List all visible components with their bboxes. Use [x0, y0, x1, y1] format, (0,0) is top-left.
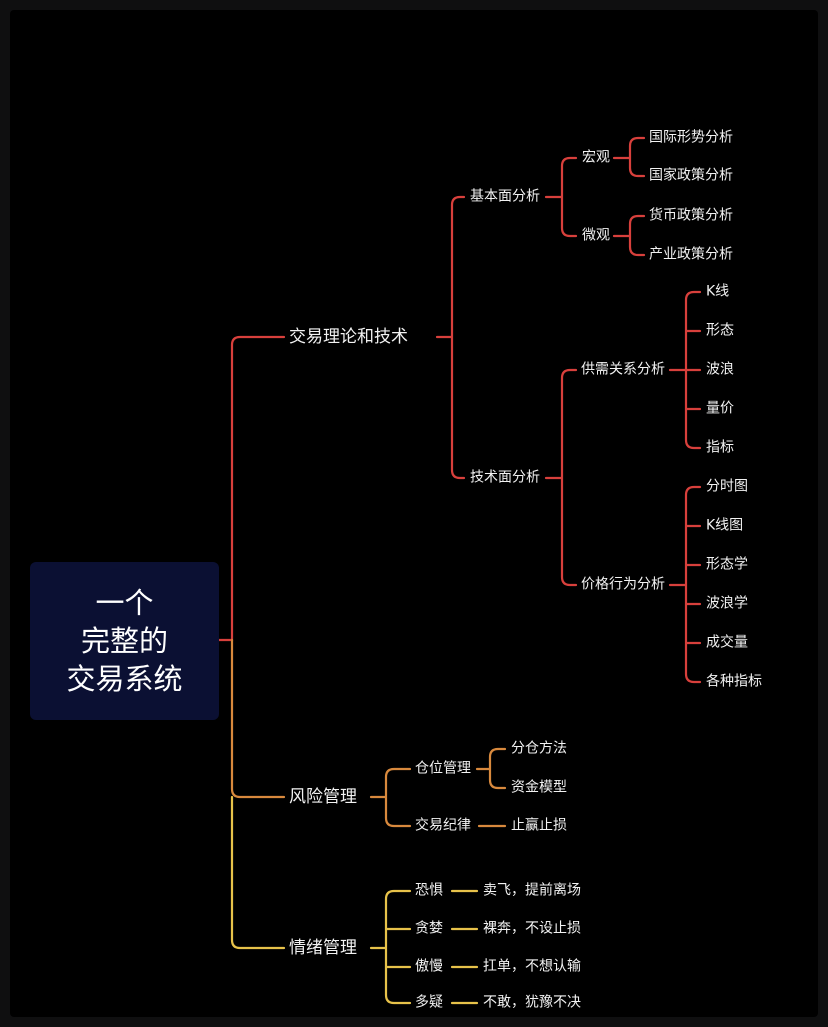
node-fear: 恐惧 [415, 882, 443, 900]
leaf-supply-4: 量价 [706, 400, 734, 418]
leaf-macro-1: 国际形势分析 [649, 129, 733, 147]
connector-macro [612, 136, 646, 178]
connector-fundamental [544, 156, 578, 238]
leaf-price-5: 成交量 [706, 634, 748, 652]
leaf-price-6: 各种指标 [706, 673, 762, 691]
root-node: 一个 完整的 交易系统 [30, 562, 219, 720]
connector-root-emotion [230, 795, 286, 950]
connector-technical [544, 368, 578, 587]
node-discipline: 交易纪律 [415, 817, 471, 835]
node-theory: 交易理论和技术 [289, 326, 408, 348]
root-title: 一个 完整的 交易系统 [66, 586, 183, 696]
node-supply: 供需关系分析 [581, 361, 665, 379]
node-arrogance: 傲慢 [415, 958, 443, 976]
node-macro: 宏观 [582, 149, 610, 167]
connector-position [475, 747, 507, 790]
leaf-position-2: 资金模型 [511, 779, 567, 797]
leaf-doubt-detail: 不敢，犹豫不决 [483, 994, 581, 1012]
leaf-price-4: 波浪学 [706, 595, 748, 613]
leaf-position-1: 分仓方法 [511, 740, 567, 758]
node-emotion: 情绪管理 [289, 937, 357, 959]
leaf-micro-1: 货币政策分析 [649, 207, 733, 225]
leaf-macro-2: 国家政策分析 [649, 167, 733, 185]
connector-root-risk [230, 638, 286, 799]
leaf-price-3: 形态学 [706, 556, 748, 574]
connector-price [668, 485, 702, 684]
leaf-supply-1: K线 [706, 283, 730, 301]
node-fundamental: 基本面分析 [470, 188, 540, 206]
node-greed: 贪婪 [415, 920, 443, 938]
node-doubt: 多疑 [415, 994, 443, 1012]
leaf-supply-5: 指标 [706, 439, 734, 457]
connector-supply [668, 290, 702, 450]
leaf-price-2: K线图 [706, 517, 744, 535]
leaf-price-1: 分时图 [706, 478, 748, 496]
node-risk: 风险管理 [289, 786, 357, 808]
node-technical: 技术面分析 [470, 469, 540, 487]
connector-root-theory [217, 335, 286, 642]
connector-emotion [369, 889, 412, 1005]
leaf-supply-3: 波浪 [706, 361, 734, 379]
leaf-fear-detail: 卖飞，提前离场 [483, 882, 581, 900]
leaf-greed-detail: 裸奔，不设止损 [483, 920, 581, 938]
leaf-micro-2: 产业政策分析 [649, 246, 733, 264]
connector-theory [435, 195, 466, 480]
leaf-supply-2: 形态 [706, 322, 734, 340]
leaf-arrogance-detail: 扛单，不想认输 [483, 958, 581, 976]
connector-risk [369, 767, 412, 828]
leaf-discipline-1: 止赢止损 [511, 817, 567, 835]
node-position: 仓位管理 [415, 760, 471, 778]
node-micro: 微观 [582, 227, 610, 245]
connector-micro [612, 214, 646, 257]
node-price: 价格行为分析 [581, 576, 665, 594]
